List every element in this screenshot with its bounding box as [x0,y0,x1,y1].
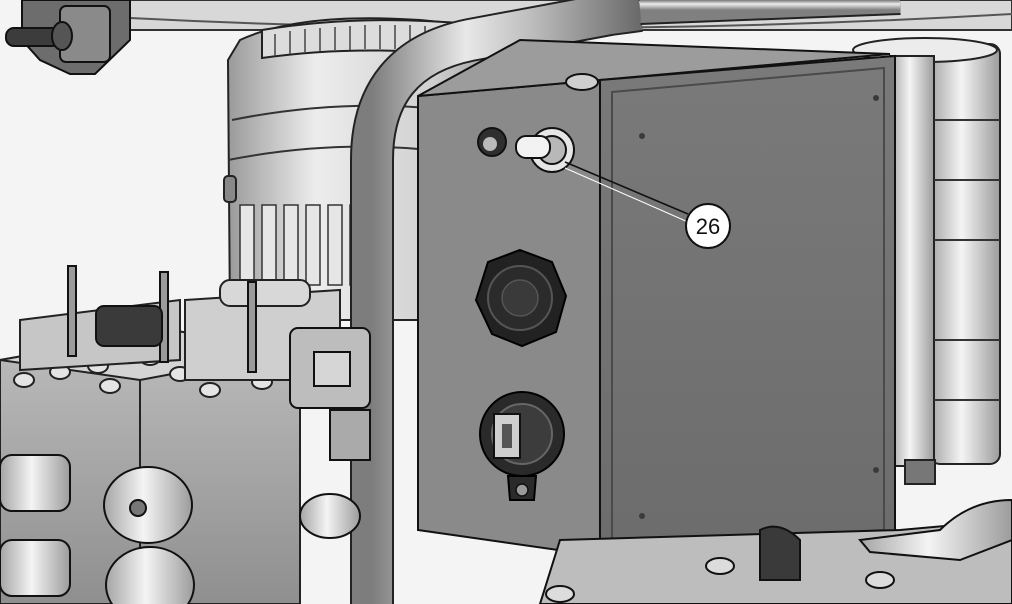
filter-cylinders [852,37,1001,485]
frame-pipe [350,0,901,604]
usb-socket [479,391,565,501]
callout-circle [685,203,731,249]
cable-gland [474,248,568,348]
callout-leader-line [564,161,689,215]
valve-block [0,328,301,604]
callout-label-26: 26 [696,214,720,239]
toggle-switch [5,0,131,75]
base-plate [538,498,1012,604]
solenoid-valves [19,265,371,539]
control-box [417,38,896,558]
push-button-26 [515,127,575,173]
callout-leader-halo [564,167,689,223]
